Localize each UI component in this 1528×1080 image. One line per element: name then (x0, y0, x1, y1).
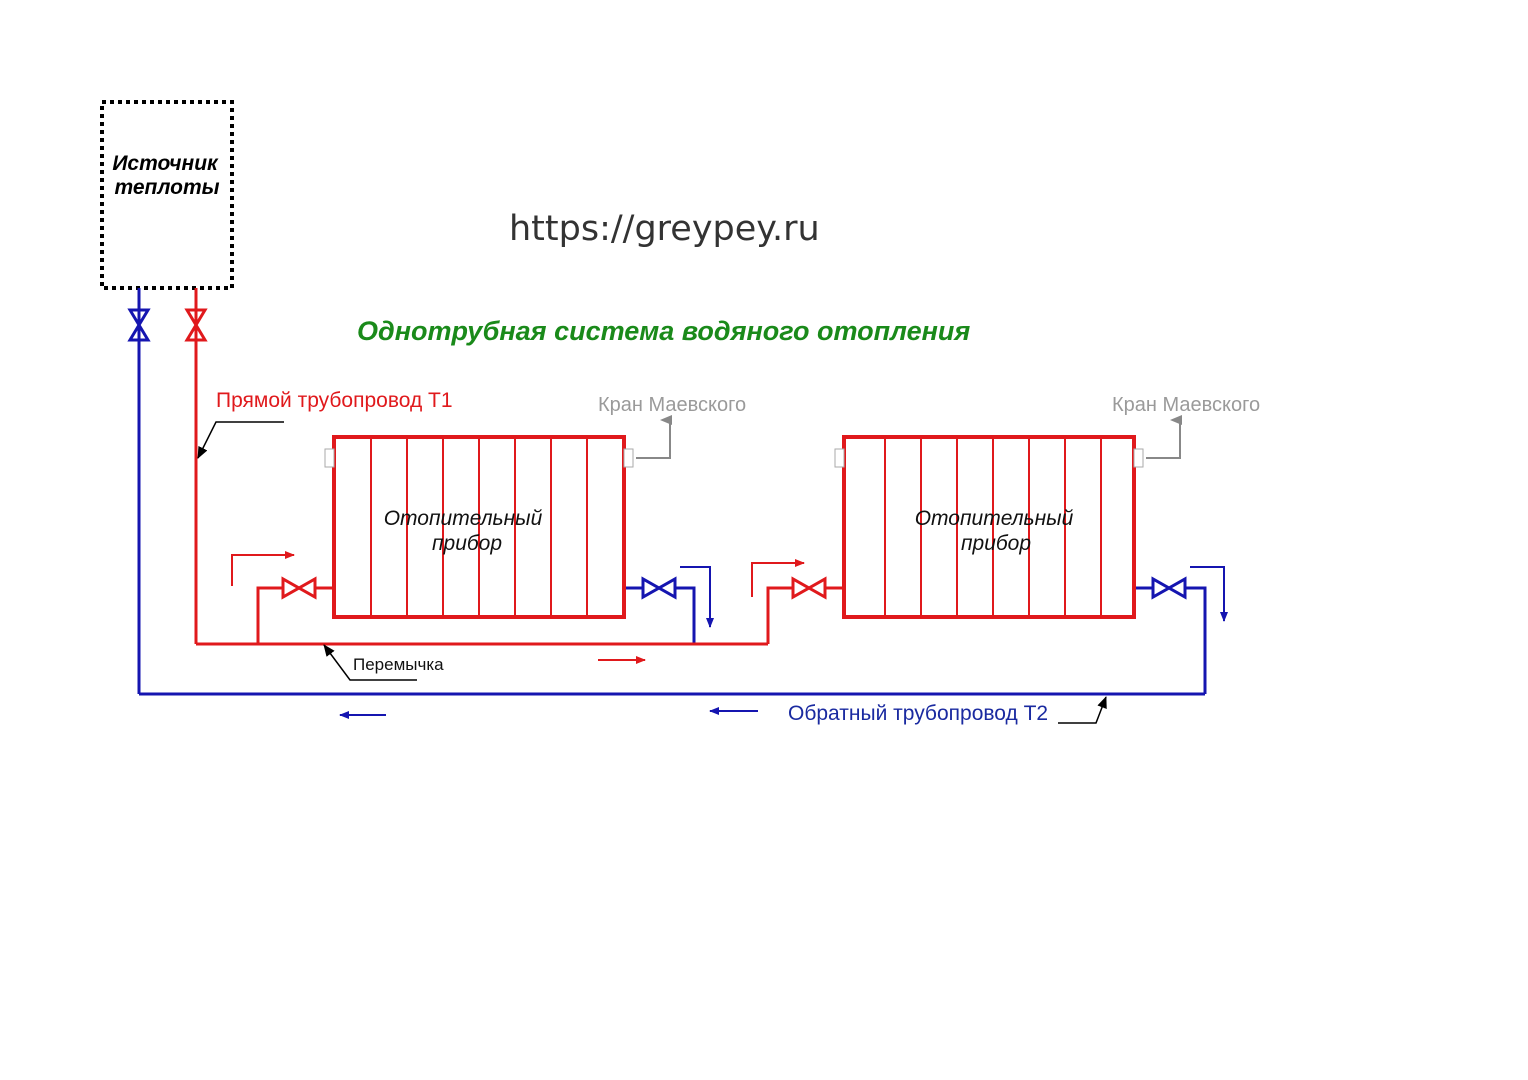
radiator-2-outlet-valve (1151, 576, 1187, 600)
radiator-1: Отопительный прибор (324, 435, 634, 619)
bypass-label: Перемычка (353, 655, 444, 674)
flow-arrow-radiator-2-inlet (751, 559, 805, 597)
radiator-2-inlet-valve (791, 576, 827, 600)
radiator-2-label-line1: Отопительный (915, 507, 1074, 530)
radiator-2: Отопительный прибор (834, 435, 1144, 619)
radiator-2-vent-callout: Кран Маевского (1112, 394, 1260, 459)
flow-arrows (231, 551, 1228, 719)
diagram-title: Однотрубная система водяного отопления (357, 316, 970, 346)
radiator-1-label-line2: прибор (432, 532, 502, 555)
heat-source-line2: теплоты (114, 176, 219, 199)
heat-source: Источник теплоты (100, 100, 234, 290)
return-label: Обратный трубопровод Т2 (788, 702, 1048, 725)
radiator-1-label-line1: Отопительный (384, 507, 543, 530)
radiator-1-vent-label: Кран Маевского (598, 394, 746, 416)
heat-source-line1: Источник (112, 152, 219, 175)
flow-arrow-radiator-2-outlet (1190, 566, 1228, 622)
radiator-1-inlet-valve (281, 576, 317, 600)
radiator-1-vent-callout: Кран Маевского (598, 394, 746, 459)
supply-shutoff-valve (184, 308, 208, 342)
supply-label: Прямой трубопровод Т1 (216, 389, 453, 412)
bypass-label-callout: Перемычка (323, 644, 444, 681)
flow-arrow-radiator-1-outlet (680, 566, 714, 628)
supply-label-callout: Прямой трубопровод Т1 (197, 389, 453, 459)
radiator-1-outlet-valve (641, 576, 677, 600)
radiator-2-vent-label: Кран Маевского (1112, 394, 1260, 416)
source-url: https://greypey.ru (509, 209, 820, 249)
flow-arrow-radiator-1-inlet (231, 551, 295, 586)
return-label-callout: Обратный трубопровод Т2 (788, 696, 1107, 725)
radiator-2-label-line2: прибор (961, 532, 1031, 555)
return-shutoff-valve (127, 308, 151, 342)
